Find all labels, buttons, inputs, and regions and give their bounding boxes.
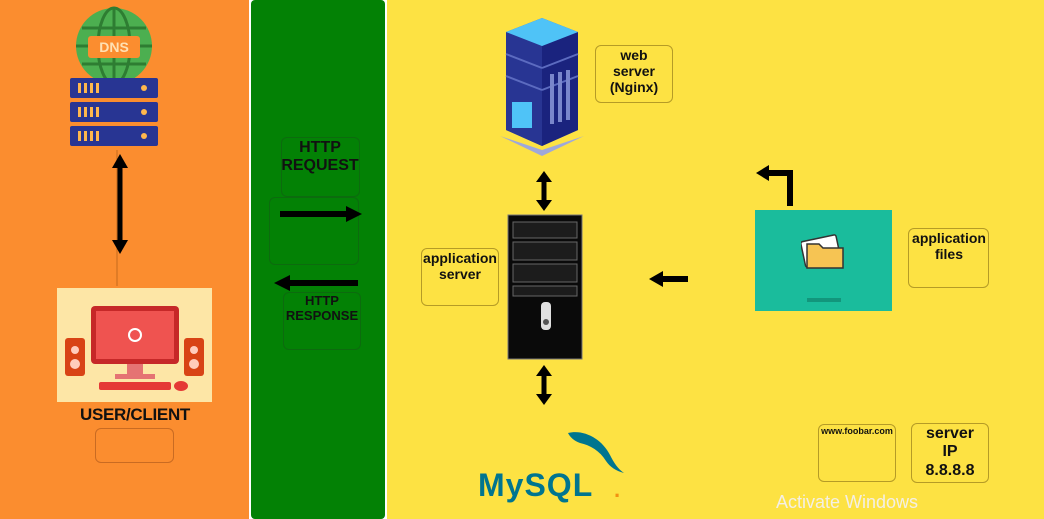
server-ip-label: server IP 8.8.8.8 bbox=[925, 425, 975, 479]
http-request-box bbox=[281, 137, 360, 197]
dns-client-double-arrow bbox=[112, 150, 128, 286]
app-server-label-box bbox=[421, 248, 499, 306]
server-ip-box bbox=[911, 423, 989, 483]
http-response-label: HTTP RESPONSE bbox=[285, 293, 359, 323]
response-arrow bbox=[274, 275, 358, 291]
activate-windows-watermark: Activate Windows bbox=[776, 492, 919, 512]
desktop-computer-icon bbox=[65, 306, 204, 391]
web-server-label: web server (Nginx) bbox=[609, 47, 659, 96]
http-request-label: HTTP REQUEST bbox=[281, 139, 359, 175]
request-arrow bbox=[280, 206, 362, 222]
user-client-illustration bbox=[57, 288, 212, 402]
app-files-label: application files bbox=[912, 230, 986, 263]
mysql-logo: MySQL . bbox=[478, 425, 638, 505]
mysql-registered-mark: . bbox=[614, 477, 621, 502]
files-bent-arrow bbox=[756, 165, 793, 206]
files-panel-bar bbox=[807, 298, 841, 302]
domain-name-label: www.foobar.com bbox=[821, 426, 893, 436]
app-files-label-box bbox=[908, 228, 989, 288]
http-arrows-box bbox=[269, 197, 359, 265]
application-files-panel bbox=[755, 210, 892, 311]
app-server-label: application server bbox=[423, 250, 497, 283]
server-zone-panel bbox=[387, 0, 1044, 519]
folder-icon bbox=[801, 234, 844, 269]
files-to-app-arrow bbox=[649, 271, 688, 287]
user-client-label: USER/CLIENT bbox=[79, 405, 191, 424]
dns-label: DNS bbox=[99, 39, 129, 55]
web-server-icon bbox=[500, 18, 584, 156]
http-response-box bbox=[283, 292, 361, 350]
application-server-icon bbox=[507, 214, 583, 360]
app-db-double-arrow bbox=[536, 365, 552, 405]
domain-name-box bbox=[818, 424, 896, 482]
dns-server-icon: DNS bbox=[70, 6, 158, 146]
client-note-box bbox=[95, 428, 174, 463]
web-server-label-box bbox=[595, 45, 673, 103]
mysql-wordmark: MySQL bbox=[478, 467, 594, 503]
dolphin-icon bbox=[568, 432, 624, 473]
web-app-double-arrow bbox=[536, 171, 552, 211]
